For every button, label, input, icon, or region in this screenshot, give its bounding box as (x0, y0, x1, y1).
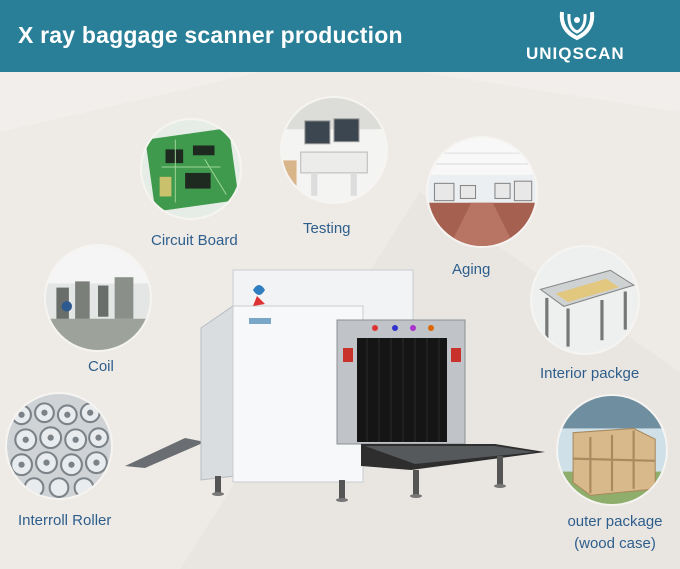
circuit-board-photo (142, 120, 240, 218)
page-title: X ray baggage scanner production (18, 22, 403, 48)
testing-photo (282, 98, 386, 202)
header-banner: X ray baggage scanner production UNIQSCA… (0, 0, 680, 72)
aging-photo (428, 138, 536, 246)
interior-package-photo (532, 247, 638, 353)
brand-name: UNIQSCAN (526, 44, 625, 63)
xray-scanner-illustration (125, 269, 545, 502)
uniqscan-logo-icon (559, 11, 595, 41)
coil-photo (46, 246, 150, 350)
interroll-roller-label: Interroll Roller (18, 512, 112, 529)
circuit-board-label: Circuit Board (151, 232, 238, 249)
coil-label: Coil (88, 358, 114, 375)
outer-package-label-line2: (wood case) (574, 535, 656, 552)
testing-label: Testing (303, 220, 351, 237)
interior-package-label: Interior packge (540, 365, 640, 382)
aging-label: Aging (452, 261, 491, 278)
scanner-logo-icon (253, 285, 265, 306)
outer-package-photo (558, 396, 666, 504)
outer-package-label-line1: outer package (567, 513, 663, 530)
interroll-roller-photo (7, 394, 111, 498)
outer-package-label: outer package (wood case) (560, 511, 670, 555)
